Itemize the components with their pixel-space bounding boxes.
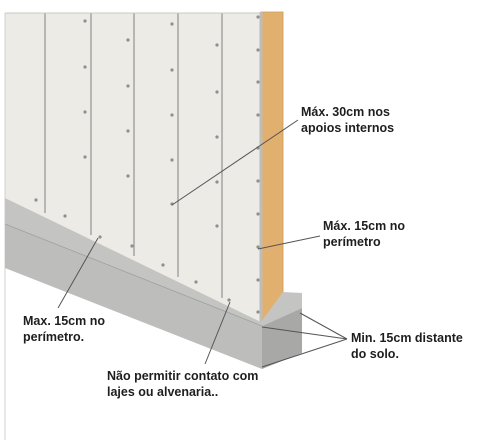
base-sill-front (5, 224, 262, 369)
label-max-internal-line2: apoios internos (301, 121, 395, 135)
label-max-internal-spacing: Máx. 30cm nos apoios internos (301, 104, 394, 136)
label-min-ground-distance: Min. 15cm distante do solo. (351, 330, 463, 362)
base-sill-top (5, 198, 302, 326)
wooden-stud (260, 11, 284, 323)
label-max-perimeter-left: Max. 15cm no perímetro. (23, 313, 105, 345)
panel-joints (44, 13, 223, 298)
label-no-contact-line2: lajes ou alvenaria.. (107, 385, 219, 399)
label-max-perimeter-right-line1: Máx. 15cm no (323, 219, 405, 233)
label-max-internal-line1: Máx. 30cm nos (301, 105, 390, 119)
label-no-contact-line1: Não permitir contato com (107, 369, 259, 383)
screws (34, 15, 260, 314)
base-edge (4, 223, 263, 327)
wall-panel (5, 13, 261, 322)
base-sill-end (262, 308, 302, 369)
label-min-ground-line2: do solo. (351, 347, 399, 361)
label-max-perimeter-right: Máx. 15cm no perímetro (323, 218, 405, 250)
label-max-perimeter-right-line2: perímetro (323, 235, 381, 249)
label-max-perimeter-left-line2: perímetro. (23, 330, 85, 344)
label-max-perimeter-left-line1: Max. 15cm no (23, 314, 105, 328)
label-min-ground-line1: Min. 15cm distante (351, 331, 463, 345)
label-no-contact: Não permitir contato com lajes ou alvena… (107, 368, 258, 400)
leader-lines (57, 119, 348, 368)
